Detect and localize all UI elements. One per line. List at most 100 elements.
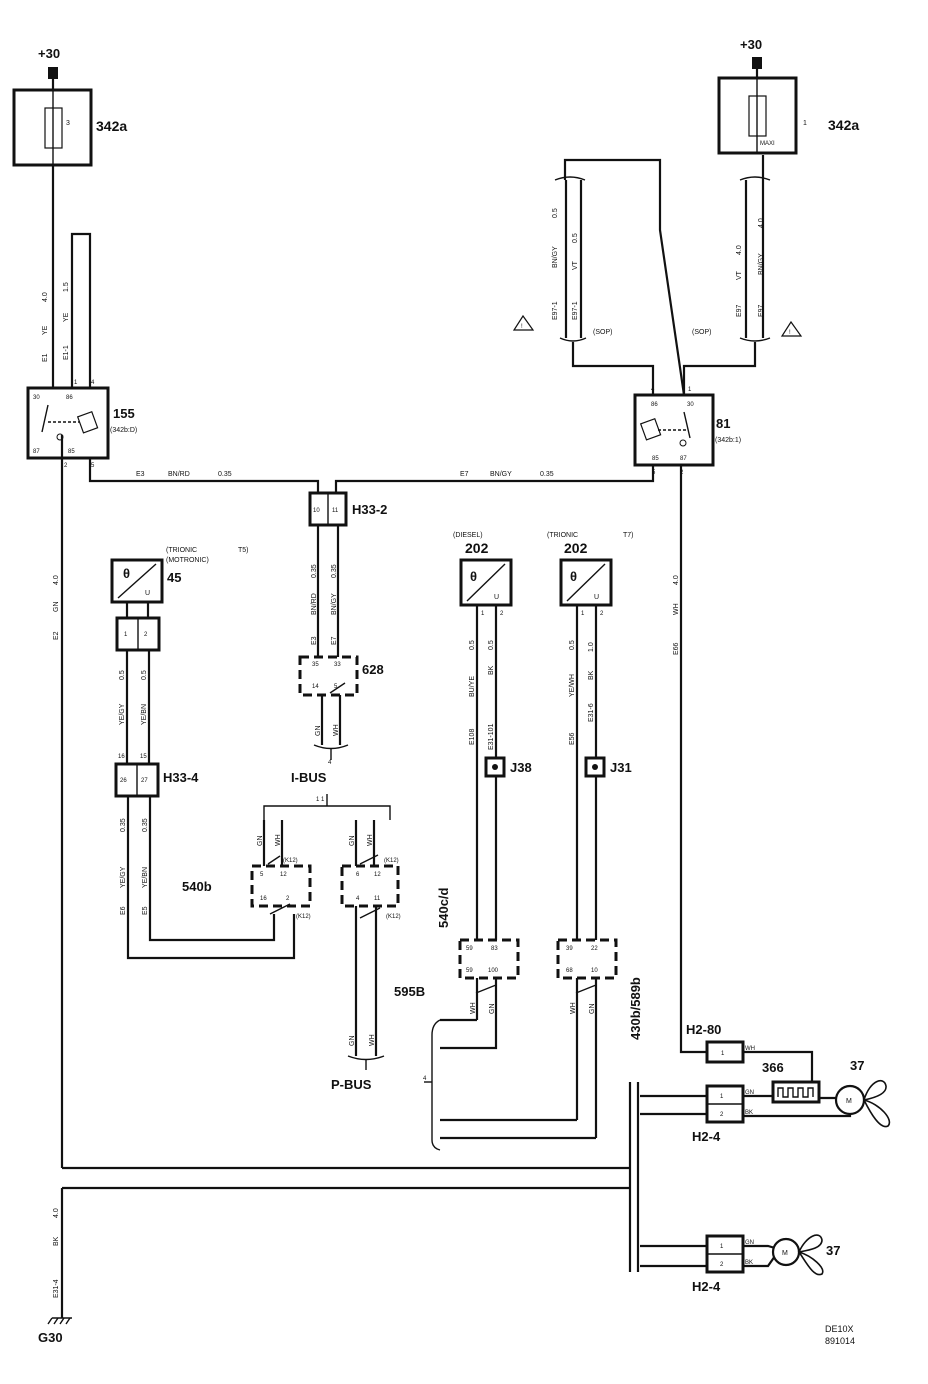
relay155-pin87: 87 [33,449,40,455]
wire-e7-color: BN/GY [490,471,512,478]
c540cd-bot2: 100 [488,968,499,974]
ground-e2-id: E2 [53,631,60,640]
c540cd-wire-gn: GN [489,1004,496,1015]
s45-lower-size2: 0.35 [142,818,149,832]
diesel-w2-size: 0.5 [488,640,495,650]
fuse-right-number: 1 [803,120,807,127]
pbus-label: P-BUS [331,1077,372,1092]
relay155-pin30: 30 [33,395,40,401]
trionic-w2-size: 1.0 [588,642,595,652]
s45-wire2-size: 0.5 [141,670,148,680]
pbus-wire-wh: WH [369,1034,376,1046]
h33-4-above-15: 15 [140,754,147,760]
c430b-wire-wh: WH [570,1002,577,1014]
c540cd-top1: 59 [466,946,473,952]
h33-4-pin26: 26 [120,778,127,784]
g30-id: E31-4 [53,1279,60,1298]
ground-e2-color: GN [53,602,60,613]
c595b-pin11: 11 [374,896,381,902]
connector-540cd [458,938,520,980]
h33-2-wire1-size: 0.35 [311,564,318,578]
s202a-pin1: 1 [481,611,485,617]
c540b-pin16: 16 [260,896,267,902]
motor-37a-ref: 37 [850,1058,864,1073]
motor-37a-m: M [846,1098,852,1105]
ibus-split-pins: 1 1 [316,797,325,803]
relay-155-sub: (342b:D) [110,427,137,434]
relay-81-ref: 81 [716,416,730,431]
connector-628 [298,655,359,697]
h33-2-wire2-id: E7 [331,636,338,645]
sensor202a-u: U [494,594,499,601]
c540cd-bot1: 59 [466,968,473,974]
connector-430b [556,938,618,980]
sensor45-u: U [145,590,150,597]
wire-e971a-size: 0.5 [552,208,559,218]
s202b-pin1: 1 [581,611,585,617]
wire-e971b-color: VT [572,260,579,270]
g30-color: BK [53,1236,60,1246]
relay155-pin86: 86 [66,395,73,401]
wire-e971a-id: E97-1 [552,301,559,320]
trionic-w1-size: 0.5 [569,640,576,650]
sensor202a-note: (DIESEL) [453,532,483,539]
h2-4a-color1: GN [745,1090,754,1096]
connector-540cd-ref: 540c/d [436,887,451,928]
wire-e1-id: E1 [42,353,49,362]
h2-4b-color2: BK [745,1260,753,1266]
motor-37b-m: M [782,1250,788,1257]
fan-wire-id: E66 [673,642,680,655]
wire-e1-color: YE [42,325,49,335]
s45-pin2: 2 [144,632,148,638]
sensor202b-note2: T7) [623,532,634,539]
warning-triangle-right-icon [780,320,803,337]
wire-e11-id: E1-1 [63,345,70,360]
relay155-w1: 1 [74,380,78,386]
c595b-k12-bot: (K12) [386,914,401,920]
relay-155-ref: 155 [113,406,135,421]
wire-e97b-size: 4.0 [758,218,765,228]
s45-pin1: 1 [124,632,128,638]
junction-j31-ref: J31 [610,760,632,775]
supply-right-label: +30 [740,37,762,52]
c540b-pin2: 2 [286,896,290,902]
connector-595b-ref: 595B [394,984,425,999]
wire-e11-size: 1.5 [63,282,70,292]
diesel-w1-size: 0.5 [469,640,476,650]
s45-wire1-size: 0.5 [119,670,126,680]
c628-pin5: 5 [334,684,338,690]
wire-e97a-id: E97 [736,304,743,317]
footer-code: DE10X [825,1324,854,1334]
pbus-branch-pin: 4 [423,1076,427,1082]
c540cd-wire-wh: WH [470,1002,477,1014]
fusebox-left-ref: 342a [96,118,127,134]
wire-e11-color: YE [63,312,70,322]
connector-628-ref: 628 [362,662,384,677]
h33-4-above-16: 16 [118,754,125,760]
wire-e97b-id: E97 [758,304,765,317]
relay81-pin86: 86 [651,402,658,408]
diesel-w2-id: E31-101 [488,723,495,750]
sensor45-theta: θ [123,566,130,581]
resistor-366 [771,1080,821,1104]
h33-2-pin-11: 11 [332,508,339,514]
relay81-pin85: 85 [652,456,659,462]
h2-4b-pin2: 2 [720,1262,724,1268]
s45-lower-size1: 0.35 [120,818,127,832]
c430b-bot2: 10 [591,968,598,974]
sensor202b-u: U [594,594,599,601]
sensor-202a-ref: 202 [465,540,489,556]
connector-h33-4-ref: H33-4 [163,770,199,785]
connector-595b [340,864,400,908]
h33-2-wire2-size: 0.35 [331,564,338,578]
relay81-w4: 4 [651,387,655,393]
s45-lower-id2: E5 [142,906,149,915]
pbus-wire-gn: GN [349,1036,356,1047]
wire-e97a-color: VT [736,270,743,280]
sensor45-note3: T5) [238,547,249,554]
c540b-bus-gn: GN [257,836,264,847]
c628-wire-gn: GN [315,726,322,737]
c540cd-top2: 83 [491,946,498,952]
s45-lower-id1: E6 [120,906,127,915]
relay81-pin87: 87 [680,456,687,462]
